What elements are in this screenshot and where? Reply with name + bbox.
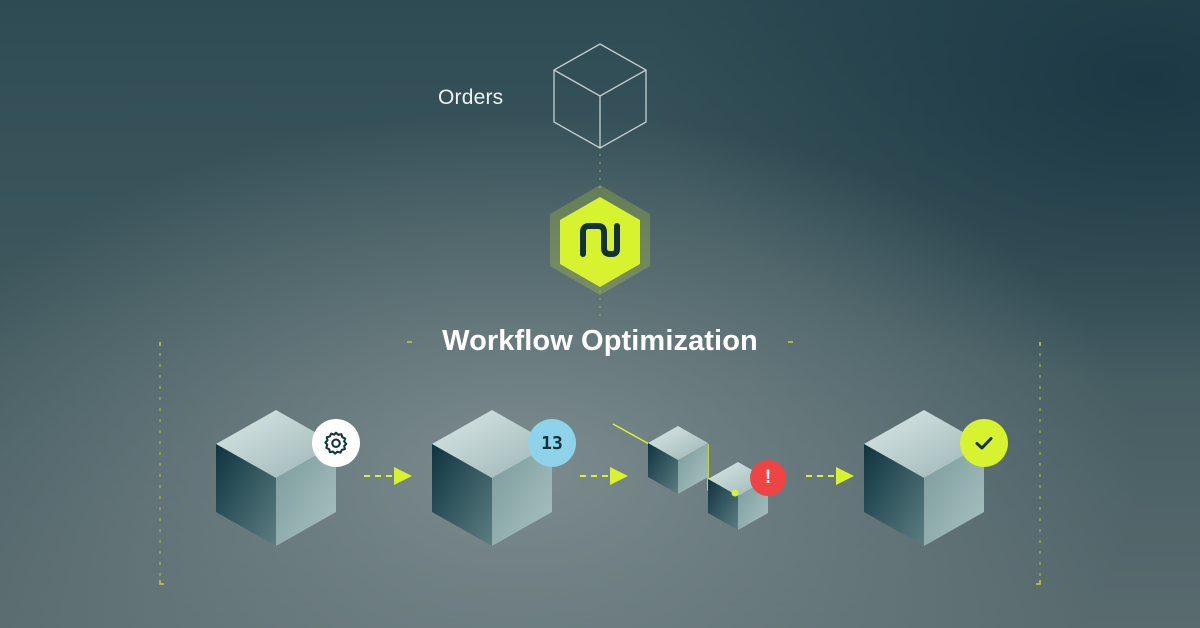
count-badge: 13 — [528, 419, 576, 467]
step-cube-1 — [216, 410, 336, 546]
split-cubes-icon — [612, 423, 768, 530]
gear-icon — [324, 431, 348, 455]
frame-corners — [159, 341, 1041, 585]
flow-arrow-1 — [364, 467, 412, 485]
diagram-title: Workflow Optimization — [442, 325, 758, 357]
frame-bracket — [159, 342, 1041, 584]
flow-arrow-3 — [806, 467, 854, 485]
alert-badge: ! — [750, 460, 786, 496]
check-icon — [975, 437, 993, 450]
settings-badge — [312, 419, 360, 467]
step-cube-2 — [432, 410, 552, 546]
step-cube-4 — [864, 410, 984, 546]
complete-badge — [960, 419, 1008, 467]
brand-logo-icon — [550, 185, 650, 295]
orders-label: Orders — [438, 86, 504, 109]
orders-cube-icon — [553, 43, 647, 149]
flow-arrow-2 — [580, 467, 628, 485]
